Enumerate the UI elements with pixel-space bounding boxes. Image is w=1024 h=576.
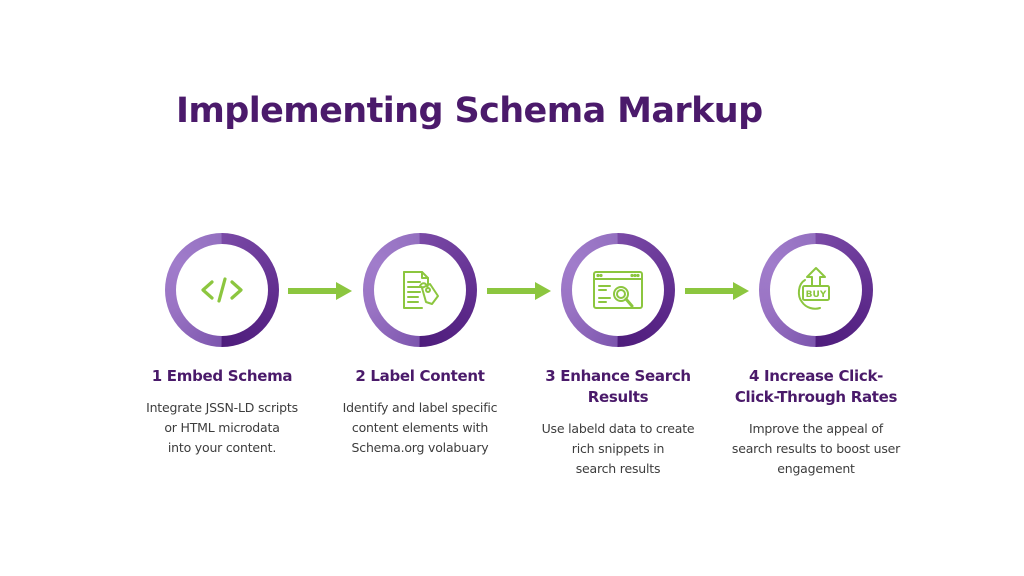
arrow-right-icon bbox=[288, 282, 352, 300]
step-4-description-line: search results to boost user bbox=[731, 441, 901, 456]
step-3-heading: 3 Enhance Search Results bbox=[518, 366, 718, 408]
page-title: Implementing Schema Markup bbox=[176, 91, 763, 131]
step-3-description-line: search results bbox=[575, 461, 661, 476]
step-4-heading-line-1: 4 Increase Click- bbox=[748, 367, 884, 385]
step-4-ring: BUY bbox=[759, 233, 873, 347]
step-4-description-line: Improve the appeal of bbox=[748, 421, 884, 436]
step-4-heading: 4 Increase Click- Click-Through Rates bbox=[716, 366, 916, 408]
svg-text:BUY: BUY bbox=[806, 290, 827, 300]
step-4-heading-line-2: Click-Through Rates bbox=[734, 388, 898, 406]
step-2-description: Identify and label specific content elem… bbox=[320, 398, 520, 458]
step-1-description: Integrate JSSN-LD scripts or HTML microd… bbox=[122, 398, 322, 458]
step-2-description-line: Identify and label specific bbox=[342, 400, 498, 415]
step-1-ring bbox=[165, 233, 279, 347]
step-2-heading: 2 Label Content bbox=[320, 366, 520, 387]
step-3-description-line: Use labeld data to create bbox=[541, 421, 695, 436]
step-4-description-line: engagement bbox=[777, 461, 855, 476]
step-3-description-line: rich snippets in bbox=[571, 441, 665, 456]
step-4-description: Improve the appeal of search results to … bbox=[716, 419, 916, 479]
step-2-description-line: Schema.org volabuary bbox=[351, 440, 489, 455]
document-tag-icon bbox=[392, 262, 448, 318]
arrow-right-icon bbox=[487, 282, 551, 300]
step-3-description: Use labeld data to create rich snippets … bbox=[518, 419, 718, 479]
step-3-heading-line-1: 3 Enhance Search bbox=[545, 367, 691, 385]
code-brackets-icon bbox=[194, 262, 250, 318]
step-2-description-line: content elements with bbox=[351, 420, 489, 435]
step-1-description-line: or HTML microdata bbox=[164, 420, 280, 435]
buy-upload-icon: BUY bbox=[788, 262, 844, 318]
step-3-ring bbox=[561, 233, 675, 347]
step-1-description-line: into your content. bbox=[167, 440, 277, 455]
step-1-description-line: Integrate JSSN-LD scripts bbox=[146, 400, 298, 415]
step-1-heading-line: 1 Embed Schema bbox=[151, 367, 293, 385]
step-2-ring bbox=[363, 233, 477, 347]
step-1-heading: 1 Embed Schema bbox=[122, 366, 322, 387]
arrow-right-icon bbox=[685, 282, 749, 300]
browser-search-icon bbox=[590, 262, 646, 318]
step-3-heading-line-2: Results bbox=[587, 388, 649, 406]
step-2-heading-line: 2 Label Content bbox=[355, 367, 485, 385]
